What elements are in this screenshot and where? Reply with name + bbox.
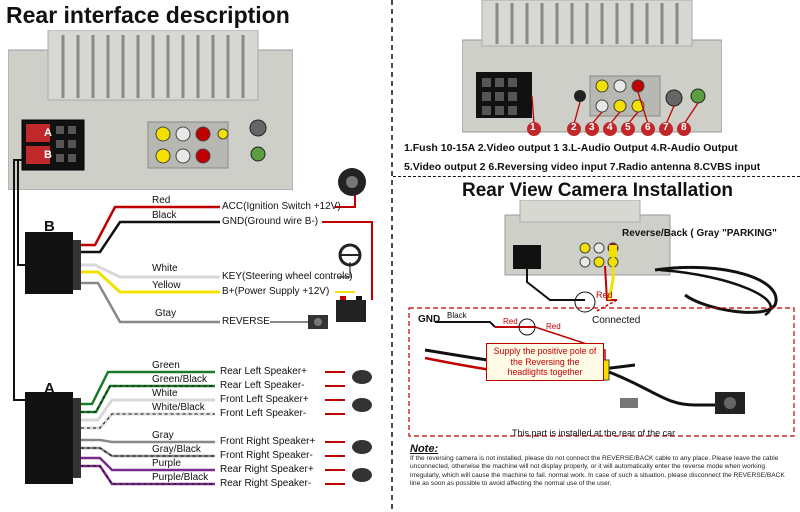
wire-color-purple-black: Purple/Black <box>152 472 209 483</box>
wire-function-acc: ACC(Ignition Switch +12V) <box>222 201 341 212</box>
red-wire-label-3: Red <box>546 322 561 331</box>
wire-color-black: Black <box>152 210 177 221</box>
wire-color-white-a: White <box>152 388 178 399</box>
camera-install-diagram <box>408 200 795 437</box>
connector-b-label: B <box>44 218 55 235</box>
connected-label: Connected <box>592 315 641 326</box>
wire-color-gray-a: Gray <box>152 430 174 441</box>
connector-b-marker: B <box>44 149 52 161</box>
port-badge-4: 4 <box>607 122 613 133</box>
wire-color-gray: Gtay <box>155 308 177 319</box>
left-wiring-svg <box>13 0 393 512</box>
wire-function-gnd: GND(Ground wire B-) <box>222 216 319 227</box>
reverse-gray-label: Reverse/Back ( Gray "PARKING" <box>622 228 777 239</box>
note-body: If the reversing camera is not installed… <box>410 455 785 487</box>
red-wire-label-1: Red <box>596 290 613 300</box>
connector-a-label: A <box>44 380 55 397</box>
wire-color-white-black: White/Black <box>152 402 205 413</box>
black-wire-label: Black <box>447 311 467 320</box>
port-badge-7: 7 <box>663 122 669 133</box>
connector-a-marker: A <box>44 127 52 139</box>
section-divider <box>393 176 800 177</box>
reversing-light-callout: Supply the positive pole of the Reversin… <box>486 343 604 381</box>
wire-function-rear-left-plus: Rear Left Speaker+ <box>220 366 307 377</box>
rear-install-note: This part is installed at the rear of th… <box>512 428 676 438</box>
port-badge-5: 5 <box>625 122 631 133</box>
wire-function-rear-left-minus: Rear Left Speaker- <box>220 380 305 391</box>
wire-color-purple: Purple <box>152 458 181 469</box>
wire-color-green-black: Green/Black <box>152 374 208 385</box>
wire-function-key: KEY(Steering wheel controls) <box>222 271 353 282</box>
wire-color-green: Green <box>152 360 180 371</box>
red-wire-label-2: Red <box>503 317 518 326</box>
port-badge-6: 6 <box>645 122 651 133</box>
wire-function-rear-right-minus: Rear Right Speaker- <box>220 478 312 489</box>
wire-function-rear-right-plus: Rear Right Speaker+ <box>220 464 314 475</box>
wire-function-front-left-plus: Front Left Speaker+ <box>220 394 309 405</box>
wire-function-reverse: REVERSE <box>222 316 270 327</box>
wire-function-front-left-minus: Front Left Speaker- <box>220 408 307 419</box>
wire-color-red: Red <box>152 195 171 206</box>
port-number-badges <box>527 122 691 136</box>
left-title: Rear interface description <box>6 2 290 28</box>
wire-color-gray-black: Gray/Black <box>152 444 201 455</box>
wire-color-white: White <box>152 263 178 274</box>
port-legend-line-1: 1.Fush 10-15A 2.Video output 1 3.L-Audio… <box>404 142 738 154</box>
note-title: Note: <box>410 443 439 455</box>
wire-function-front-right-plus: Front Right Speaker+ <box>220 436 316 447</box>
port-badge-1: 1 <box>530 122 536 133</box>
port-badge-8: 8 <box>681 122 687 133</box>
gnd-label: GND <box>418 314 441 325</box>
right-rear-panel-illustration <box>462 0 722 133</box>
wire-function-bplus: B+(Power Supply +12V) <box>222 286 330 297</box>
wire-function-front-right-minus: Front Right Speaker- <box>220 450 313 461</box>
port-badge-3: 3 <box>589 122 595 133</box>
port-legend-line-2: 5.Video output 2 6.Reversing video input… <box>404 161 761 173</box>
wire-color-yellow: Yellow <box>152 280 181 291</box>
port-badge-2: 2 <box>571 122 577 133</box>
left-rear-panel-illustration <box>8 30 293 190</box>
camera-install-title: Rear View Camera Installation <box>462 180 734 201</box>
